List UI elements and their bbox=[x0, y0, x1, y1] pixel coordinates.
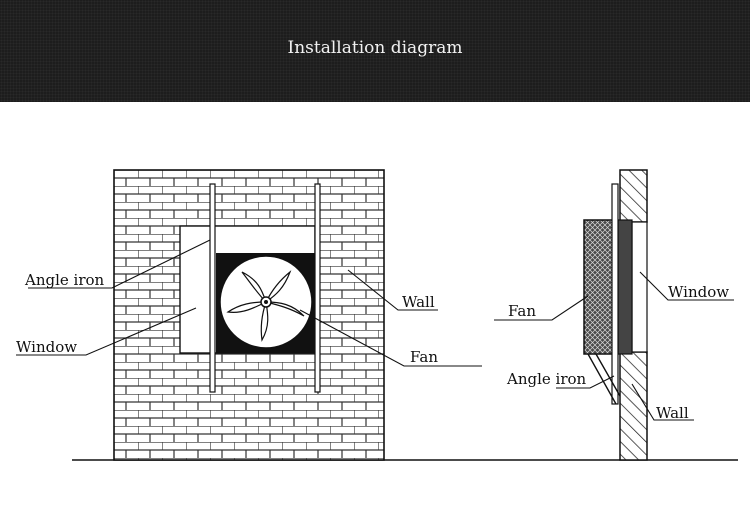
leader-wall-front bbox=[347, 269, 438, 311]
side-leaders bbox=[494, 271, 734, 421]
label-window-side: Window bbox=[668, 283, 729, 301]
label-wall-side: Wall bbox=[656, 404, 689, 422]
fan-frame-side bbox=[617, 219, 633, 355]
front-view: Angle iron Window Wall Fan bbox=[16, 169, 482, 461]
label-fan-side: Fan bbox=[508, 302, 536, 320]
window-gap bbox=[631, 221, 648, 353]
label-wall-front: Wall bbox=[402, 293, 435, 311]
fan-hub-center bbox=[264, 300, 268, 304]
wall-section-upper bbox=[619, 169, 648, 223]
leader-angle-iron-side bbox=[556, 375, 615, 389]
label-window-front: Window bbox=[16, 338, 77, 356]
angle-iron-side bbox=[611, 183, 619, 405]
leader-wall-side bbox=[631, 383, 694, 421]
front-leaders bbox=[16, 239, 482, 367]
angle-iron-left bbox=[209, 183, 216, 393]
leader-angle-iron-front bbox=[28, 239, 211, 289]
header-banner: Installation diagram bbox=[0, 0, 750, 102]
side-view: Fan Window Angle iron Wall bbox=[494, 169, 734, 461]
leader-fan-side bbox=[494, 295, 589, 321]
wall-section-lower bbox=[619, 351, 648, 461]
leader-window-side bbox=[639, 271, 734, 301]
leader-fan-front bbox=[299, 309, 482, 367]
label-angle-iron-side: Angle iron bbox=[506, 370, 587, 388]
angle-iron-bracket bbox=[587, 353, 621, 405]
fan-blades-icon bbox=[226, 270, 305, 342]
angle-iron-right bbox=[314, 183, 321, 393]
leader-window-front bbox=[16, 307, 197, 356]
label-angle-iron-front: Angle iron bbox=[24, 271, 105, 289]
label-fan-front: Fan bbox=[410, 348, 438, 366]
diagram-title: Installation diagram bbox=[287, 38, 463, 58]
